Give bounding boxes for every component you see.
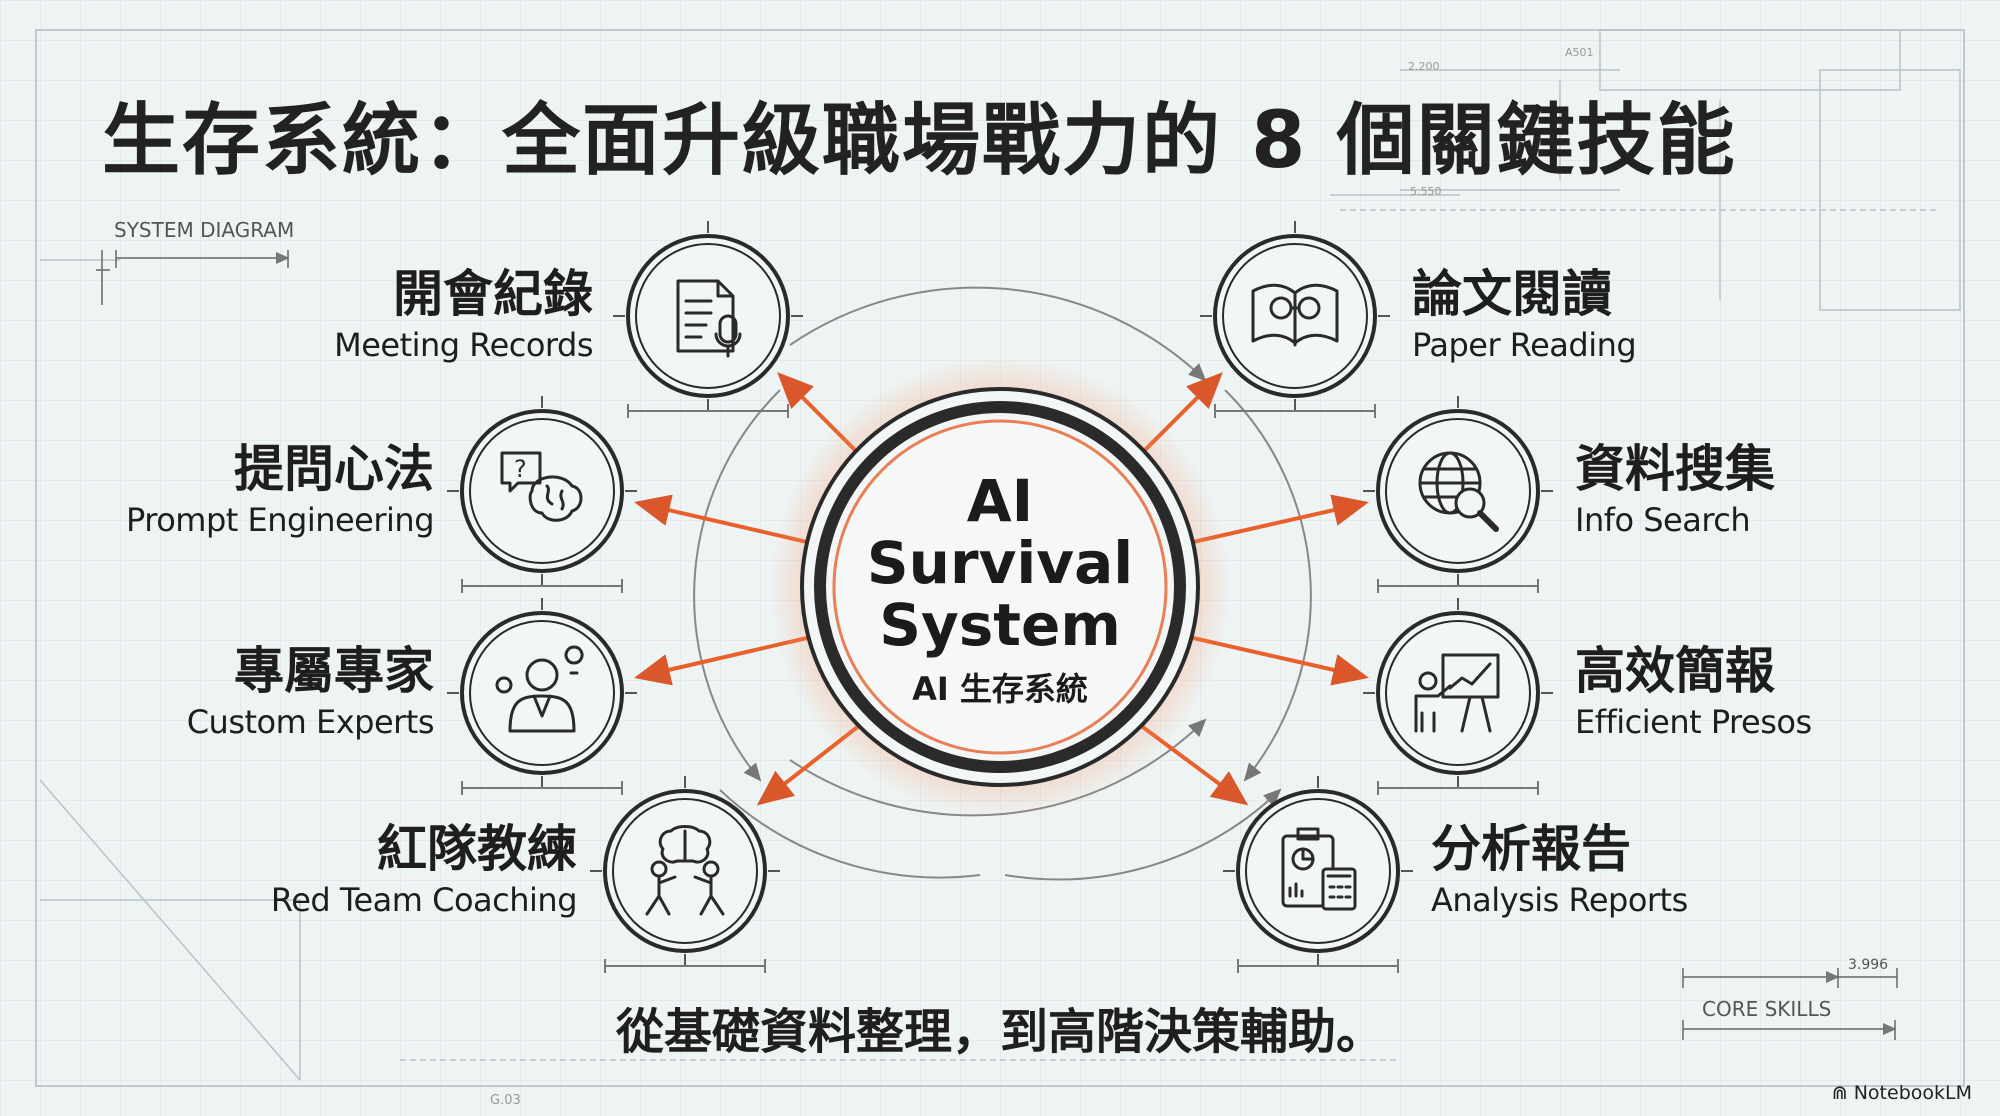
notebooklm-logo: ⋒ NotebookLM xyxy=(1832,1082,1972,1104)
svg-text:?: ? xyxy=(514,455,527,483)
skill-label: 開會紀錄 Meeting Records xyxy=(334,254,593,364)
skill-label: 論文閱讀 Paper Reading xyxy=(1412,254,1637,364)
page-title: 生存系統：全面升級職場戰力的 8 個關鍵技能 xyxy=(102,96,1737,186)
globe-magnifier-icon xyxy=(1418,451,1499,532)
skill-node-red-team-coaching xyxy=(590,776,780,973)
skill-label: 紅隊教練 Red Team Coaching xyxy=(270,809,578,919)
skill-title-en: Custom Experts xyxy=(186,703,435,741)
skill-node-meeting-records xyxy=(613,221,803,418)
skill-title-en: Efficient Presos xyxy=(1575,703,1812,741)
reference-tag: A501 xyxy=(1565,46,1594,59)
sparring-brain-icon xyxy=(645,825,725,916)
center-line-1: AI xyxy=(966,467,1034,535)
skill-title-zh: 提問心法 xyxy=(234,440,434,498)
skill-label: 專屬專家 Custom Experts xyxy=(186,631,435,741)
blueprint-decor xyxy=(39,29,1961,1081)
notebooklm-icon: ⋒ xyxy=(1831,1082,1854,1104)
skill-label: 高效簡報 Efficient Presos xyxy=(1575,631,1812,741)
core-skills-label: CORE SKILLS xyxy=(1702,997,1832,1021)
skill-title-en: Paper Reading xyxy=(1412,326,1637,364)
center-hub xyxy=(770,357,1230,817)
center-line-3: System xyxy=(879,591,1121,659)
skill-title-zh: 開會紀錄 xyxy=(393,265,593,323)
skill-node-analysis-reports xyxy=(1223,776,1413,973)
skill-node-info-search xyxy=(1363,396,1553,593)
skill-label: 分析報告 Analysis Reports xyxy=(1431,809,1688,919)
skill-label: 資料搜集 Info Search xyxy=(1575,429,1775,539)
skill-node-custom-experts xyxy=(447,598,637,795)
skill-title-zh: 高效簡報 xyxy=(1575,642,1775,700)
dimension-value: 3.996 xyxy=(1848,957,1889,973)
skill-title-en: Info Search xyxy=(1575,501,1751,539)
system-diagram-label: SYSTEM DIAGRAM xyxy=(114,218,295,242)
skill-title-zh: 論文閱讀 xyxy=(1412,265,1612,323)
skill-node-efficient-presos xyxy=(1363,598,1553,795)
skill-title-en: Red Team Coaching xyxy=(270,881,578,919)
dimension-lines xyxy=(96,250,1898,1040)
frame-border xyxy=(35,29,1965,1087)
tagline: 從基礎資料整理，到高階決策輔助。 xyxy=(615,1004,1384,1060)
dimension-value: 5.550 xyxy=(1410,185,1442,198)
book-glasses-icon xyxy=(1251,283,1339,347)
skill-node-prompt-engineering: ? xyxy=(447,396,637,593)
skill-title-en: Prompt Engineering xyxy=(126,501,434,539)
question-brain-icon: ? xyxy=(500,451,583,522)
skill-title-zh: 紅隊教練 xyxy=(377,820,577,878)
skill-title-zh: 專屬專家 xyxy=(234,642,434,700)
skill-title-zh: 資料搜集 xyxy=(1575,440,1775,498)
clipboard-calculator-icon xyxy=(1281,827,1357,911)
skill-title-en: Meeting Records xyxy=(334,326,593,364)
expert-person-icon xyxy=(495,645,584,733)
dimension-value: 2.200 xyxy=(1408,60,1440,73)
reference-tag: G.03 xyxy=(490,1093,521,1108)
skill-label: 提問心法 Prompt Engineering xyxy=(126,429,434,539)
center-line-2: Survival xyxy=(866,529,1134,597)
center-subtitle: AI 生存系統 xyxy=(912,670,1088,708)
presenter-chart-icon xyxy=(1414,653,1500,733)
skill-node-paper-reading xyxy=(1200,221,1390,418)
skill-title-en: Analysis Reports xyxy=(1431,881,1688,919)
center-title: AI Survival System AI 生存系統 xyxy=(820,470,1180,710)
skill-title-zh: 分析報告 xyxy=(1431,820,1631,878)
document-microphone-icon xyxy=(676,279,742,358)
branding-text: NotebookLM xyxy=(1853,1082,1972,1104)
